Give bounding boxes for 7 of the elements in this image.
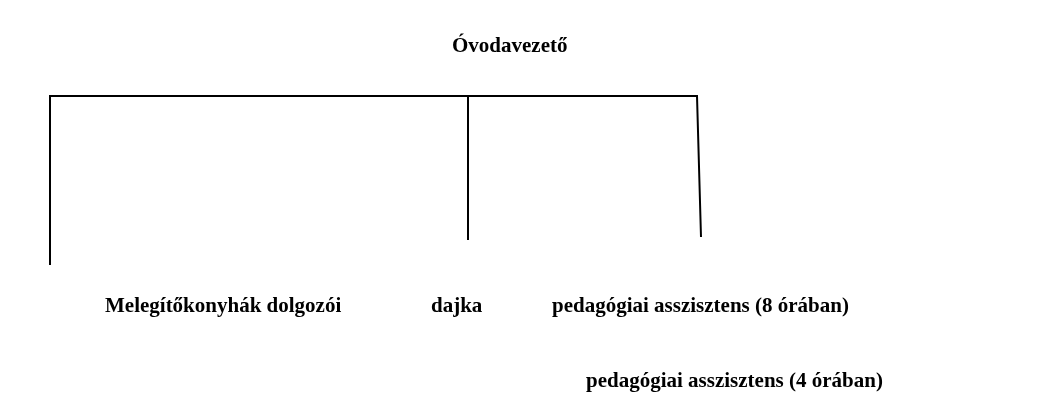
staff-role-label: pedagógiai asszisztens (4 órában) [586,367,883,393]
connector-line [467,95,511,241]
staff-role-label: dajka [431,292,483,318]
staff-role-label: pedagógiai asszisztens (8 órában) [552,292,849,318]
staff-role-label: Melegítőkonyhák dolgozói [105,292,342,318]
connector-line [509,95,702,238]
leader-title: Óvodavezető [452,32,568,58]
